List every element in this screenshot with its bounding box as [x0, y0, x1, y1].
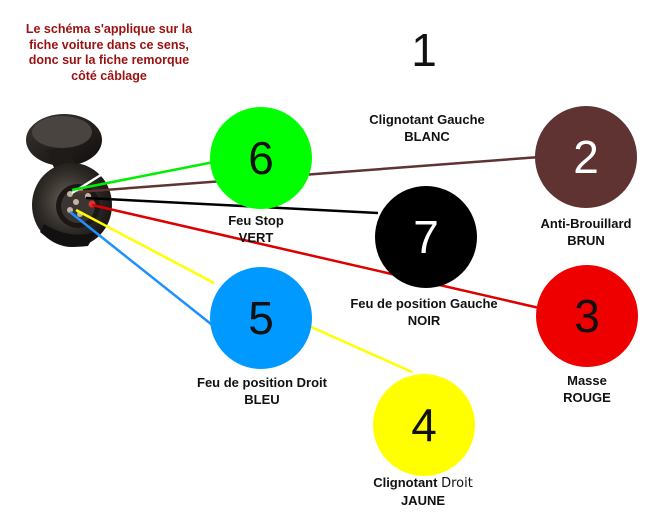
wire-yellow-pin4-a: [75, 208, 215, 285]
pin1-number: 1: [411, 24, 437, 76]
pin5-circle: 5: [210, 267, 312, 369]
wire-red-pin3: [91, 203, 549, 312]
pin7-color-name: NOIR: [407, 313, 441, 328]
pin3-label: Masse ROUGE: [544, 372, 630, 406]
wire-yellow-pin4-b: [299, 320, 413, 374]
pin1-function: Clignotant Gauche: [369, 112, 485, 127]
pin6-label: Feu Stop VERT: [214, 212, 298, 246]
pin4-function-extra: Droit: [441, 476, 473, 491]
pin3-color-name: ROUGE: [563, 390, 611, 405]
pin4-circle: 4: [373, 374, 475, 476]
pin4-label: Clignotant Droit JAUNE: [350, 474, 496, 509]
wire-black-pin7: [85, 196, 379, 215]
trailer-socket-image: [26, 114, 112, 247]
pin7-circle: 7: [375, 186, 477, 288]
pin7-function: Feu de position Gauche: [350, 296, 498, 311]
pin5-number: 5: [248, 292, 274, 344]
pin7-number: 7: [413, 211, 439, 263]
pin5-function: Feu de position Droit: [197, 375, 327, 390]
note-line: côté câblage: [71, 68, 147, 83]
pin1-color-name: BLANC: [404, 129, 450, 144]
note-line: Le schéma s'applique sur la: [25, 22, 193, 36]
note-line: fiche voiture dans ce sens,: [29, 37, 189, 52]
pin2-label: Anti-Brouillard BRUN: [516, 215, 650, 249]
pin2-function: Anti-Brouillard: [540, 216, 632, 231]
pin3-number: 3: [574, 290, 600, 342]
pin1-label: Clignotant Gauche BLANC: [350, 111, 504, 145]
pin4-function: Clignotant: [373, 475, 438, 490]
orientation-note: Le schéma s'applique sur la fiche voitur…: [4, 22, 214, 84]
pin6-number: 6: [248, 132, 274, 184]
pin2-color-name: BRUN: [567, 233, 605, 248]
wire-blue-pin5: [69, 211, 217, 329]
pin6-function: Feu Stop: [228, 213, 284, 228]
pin3-circle: 3: [536, 265, 638, 367]
pin3-function: Masse: [567, 373, 607, 388]
pin4-color-name: JAUNE: [400, 493, 446, 508]
pin4-number: 4: [411, 399, 437, 451]
note-line: donc sur la fiche remorque: [28, 53, 190, 67]
pin5-label: Feu de position Droit BLEU: [176, 374, 348, 408]
pin2-circle: 2: [535, 106, 637, 208]
wire-green-pin6: [71, 160, 215, 192]
pin5-color-name: BLEU: [244, 392, 280, 407]
pin2-number: 2: [573, 131, 599, 183]
pin6-circle: 6: [210, 107, 312, 209]
pin7-label: Feu de position Gauche NOIR: [334, 295, 514, 329]
pin4-function-line: Clignotant Droit: [350, 474, 496, 492]
pin6-color-name: VERT: [238, 230, 274, 245]
